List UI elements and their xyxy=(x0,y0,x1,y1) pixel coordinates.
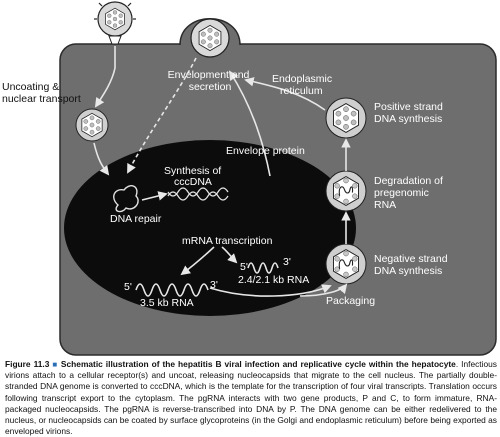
arrow-mrna-right xyxy=(221,246,238,264)
label-envelope-protein: Envelope protein xyxy=(226,145,305,157)
arrow-mrna-down xyxy=(180,246,215,276)
label-synthesis-cccdna: Synthesis of cccDNA xyxy=(164,165,224,188)
caption-figure-number: Figure 11.3 xyxy=(5,359,50,369)
caption-title: Schematic illustration of the hepatitis … xyxy=(60,359,456,369)
capsid-degradation xyxy=(325,170,367,212)
hbv-cycle-diagram: Uncoating & nuclear transport Envelopmen… xyxy=(2,1,497,356)
capsid-positive xyxy=(325,97,367,139)
arrow-to-nucleus xyxy=(93,142,110,176)
label-rna-24-3prime: 3' xyxy=(283,256,291,268)
rna-24-wave xyxy=(247,262,279,274)
cccdna-helix xyxy=(167,187,229,201)
incoming-virion xyxy=(94,1,136,45)
label-packaging: Packaging xyxy=(326,295,375,307)
dna-repair-glyph xyxy=(113,185,139,213)
label-er: Endoplasmic reticulum xyxy=(272,73,335,97)
arrow-35-to-pack xyxy=(209,284,332,297)
arrow-entry xyxy=(94,46,116,108)
rna-35-wave xyxy=(135,283,209,297)
label-positive: Positive strand DNA synthesis xyxy=(374,101,446,125)
label-dna-repair: DNA repair xyxy=(110,213,162,225)
figure-caption: Figure 11.3 ■ Schematic illustration of … xyxy=(5,359,497,437)
label-rna-24-5prime: 5' xyxy=(240,261,248,273)
label-uncoating: Uncoating & nuclear transport xyxy=(2,81,81,105)
capsid-negative xyxy=(325,243,367,285)
label-rna-24: 2.4/2.1 kb RNA xyxy=(238,274,309,286)
arrow-repair xyxy=(141,191,168,201)
arrow-envelope-protein xyxy=(228,70,271,177)
caption-body: . Infectious virions attach to a cellula… xyxy=(5,359,497,437)
label-rna-35: 3.5 kb RNA xyxy=(140,297,194,309)
uncoated-capsid xyxy=(75,108,109,142)
budding-virion xyxy=(190,18,230,58)
label-mrna: mRNA transcription xyxy=(182,235,273,247)
label-envelopment: Envelopment and secretion xyxy=(168,69,253,93)
label-rna-35-5prime: 5' xyxy=(124,281,132,293)
label-rna-35-3prime: 3' xyxy=(210,279,218,291)
label-degradation: Degradation of pregenomic RNA xyxy=(374,175,446,211)
caption-square-icon: ■ xyxy=(52,360,58,369)
label-negative: Negative strand DNA synthesis xyxy=(374,253,450,277)
nucleus xyxy=(64,140,356,316)
arrow-er xyxy=(244,77,326,111)
